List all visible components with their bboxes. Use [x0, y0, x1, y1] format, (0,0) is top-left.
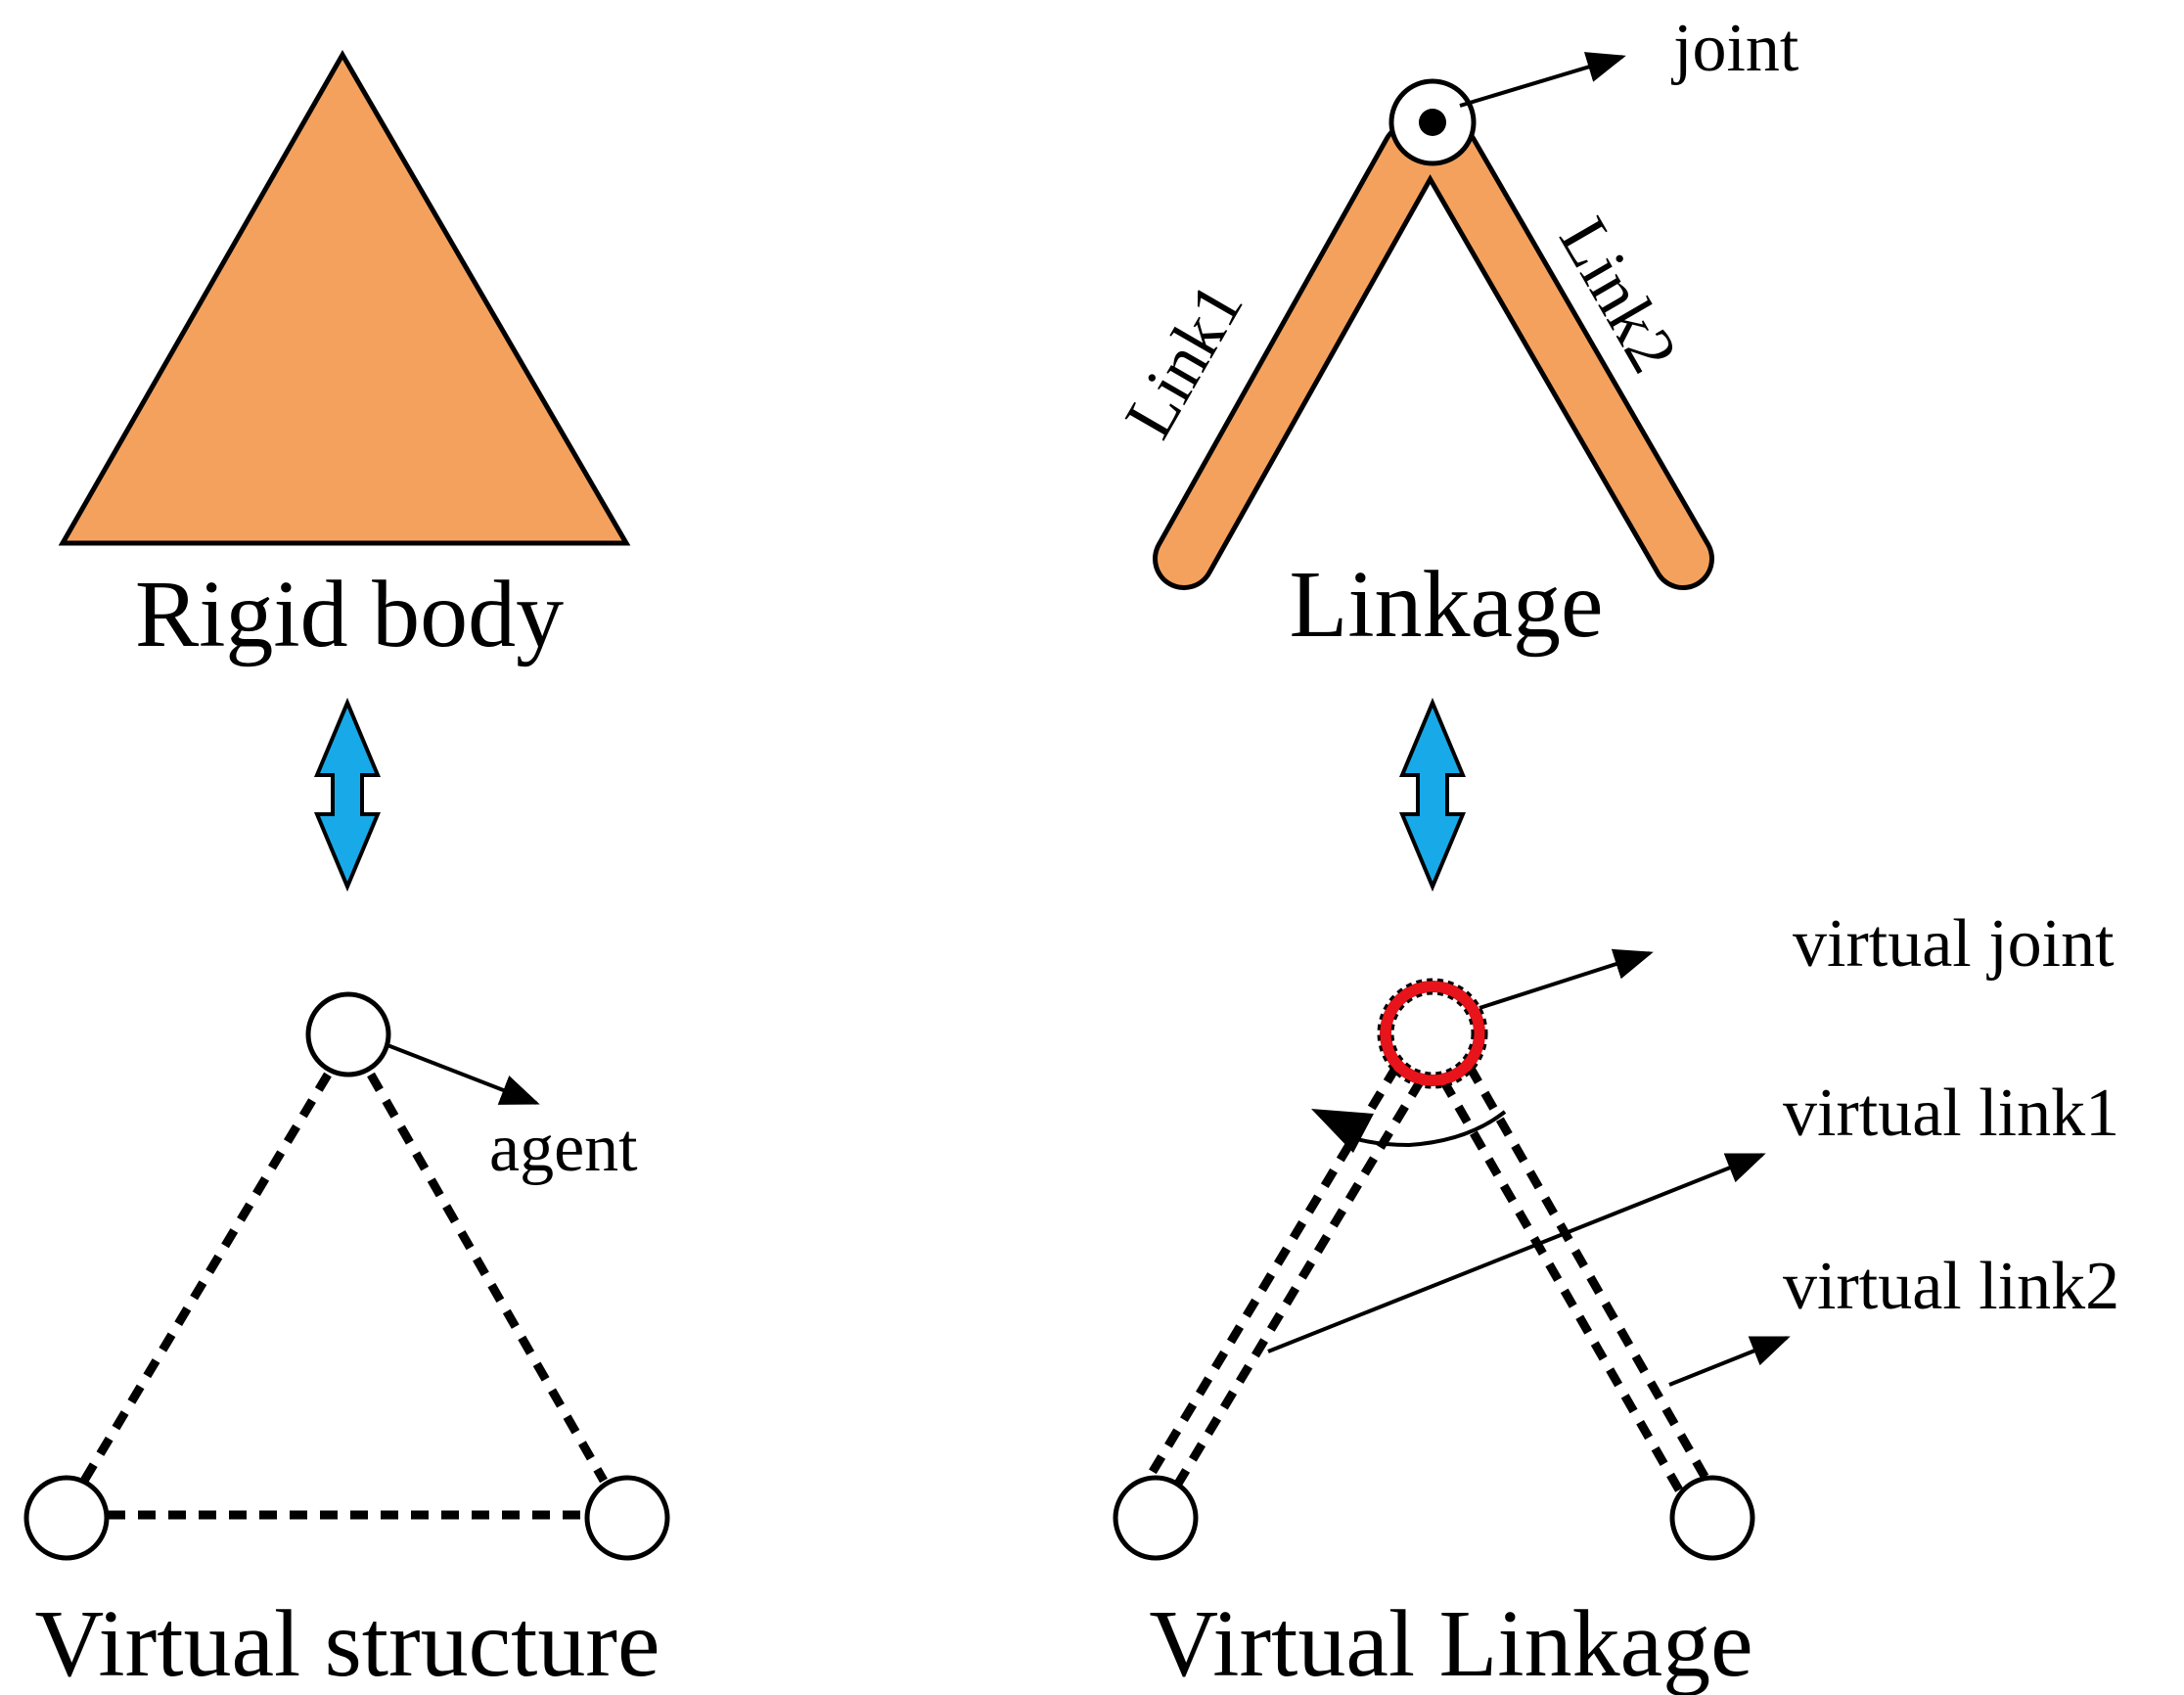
virtual-joint-ring [1380, 981, 1485, 1086]
virtual-node-bottom-left [1113, 1475, 1199, 1561]
virtual-link1-pointer-arrow [1267, 1153, 1766, 1353]
virtual-link1-inner [1168, 1077, 1425, 1496]
virtual-edge-right [367, 1072, 608, 1484]
virtual-joint-label: virtual joint [1793, 906, 2115, 982]
agent-node-top [305, 991, 391, 1077]
virtual-linkage-panel: virtual joint virtual link1 virtual link… [1113, 906, 2119, 1695]
linkage-panel: joint Link1 Link2 Linkage [1111, 11, 1799, 658]
virtual-structure-edges [80, 1072, 608, 1520]
joint-center-dot [1419, 109, 1446, 136]
virtual-link2-inner [1439, 1077, 1685, 1496]
link1-bar [1158, 126, 1438, 585]
virtual-joint-dashed-outer [1377, 978, 1488, 1089]
agent-node-bottom-right [584, 1475, 670, 1561]
vertical-double-arrow-icon [1398, 697, 1467, 893]
virtual-link2-outer [1466, 1064, 1710, 1483]
virtual-node-bottom-right [1669, 1475, 1755, 1561]
virtual-edge-left [80, 1072, 332, 1484]
virtual-link2-label: virtual link2 [1783, 1249, 2119, 1324]
joint-rotation-arc [1344, 1110, 1507, 1148]
joint-label: joint [1670, 11, 1799, 86]
virtual-structure-caption: Virtual structure [34, 1591, 660, 1695]
rigid-body-caption: Rigid body [135, 562, 564, 667]
rigid-body-panel: Rigid body [58, 49, 631, 667]
joint-pointer-arrow [1459, 52, 1626, 108]
link-bars [1153, 121, 1714, 590]
rigid-body-triangle [58, 49, 631, 546]
virtual-link2-pointer-arrow [1668, 1336, 1791, 1387]
linkage-caption: Linkage [1289, 552, 1603, 658]
virtual-linkage-caption: Virtual Linkage [1149, 1591, 1752, 1695]
virtual-joint-pointer-arrow [1479, 948, 1654, 1010]
virtual-link1-outer [1144, 1064, 1400, 1483]
link2-bar [1422, 126, 1709, 585]
virtual-link-lines [1144, 1064, 1710, 1496]
agent-node-bottom-left [23, 1475, 110, 1561]
virtual-joint-dashed-inner [1390, 991, 1475, 1076]
rotation-arrowhead-icon [1311, 1109, 1374, 1153]
agent-pointer-arrow [387, 1043, 540, 1105]
agent-label: agent [489, 1111, 638, 1186]
virtual-structure-panel: agent Virtual structure [23, 991, 670, 1695]
virtual-link1-label: virtual link1 [1783, 1076, 2119, 1151]
vertical-double-arrow-icon [313, 697, 382, 893]
